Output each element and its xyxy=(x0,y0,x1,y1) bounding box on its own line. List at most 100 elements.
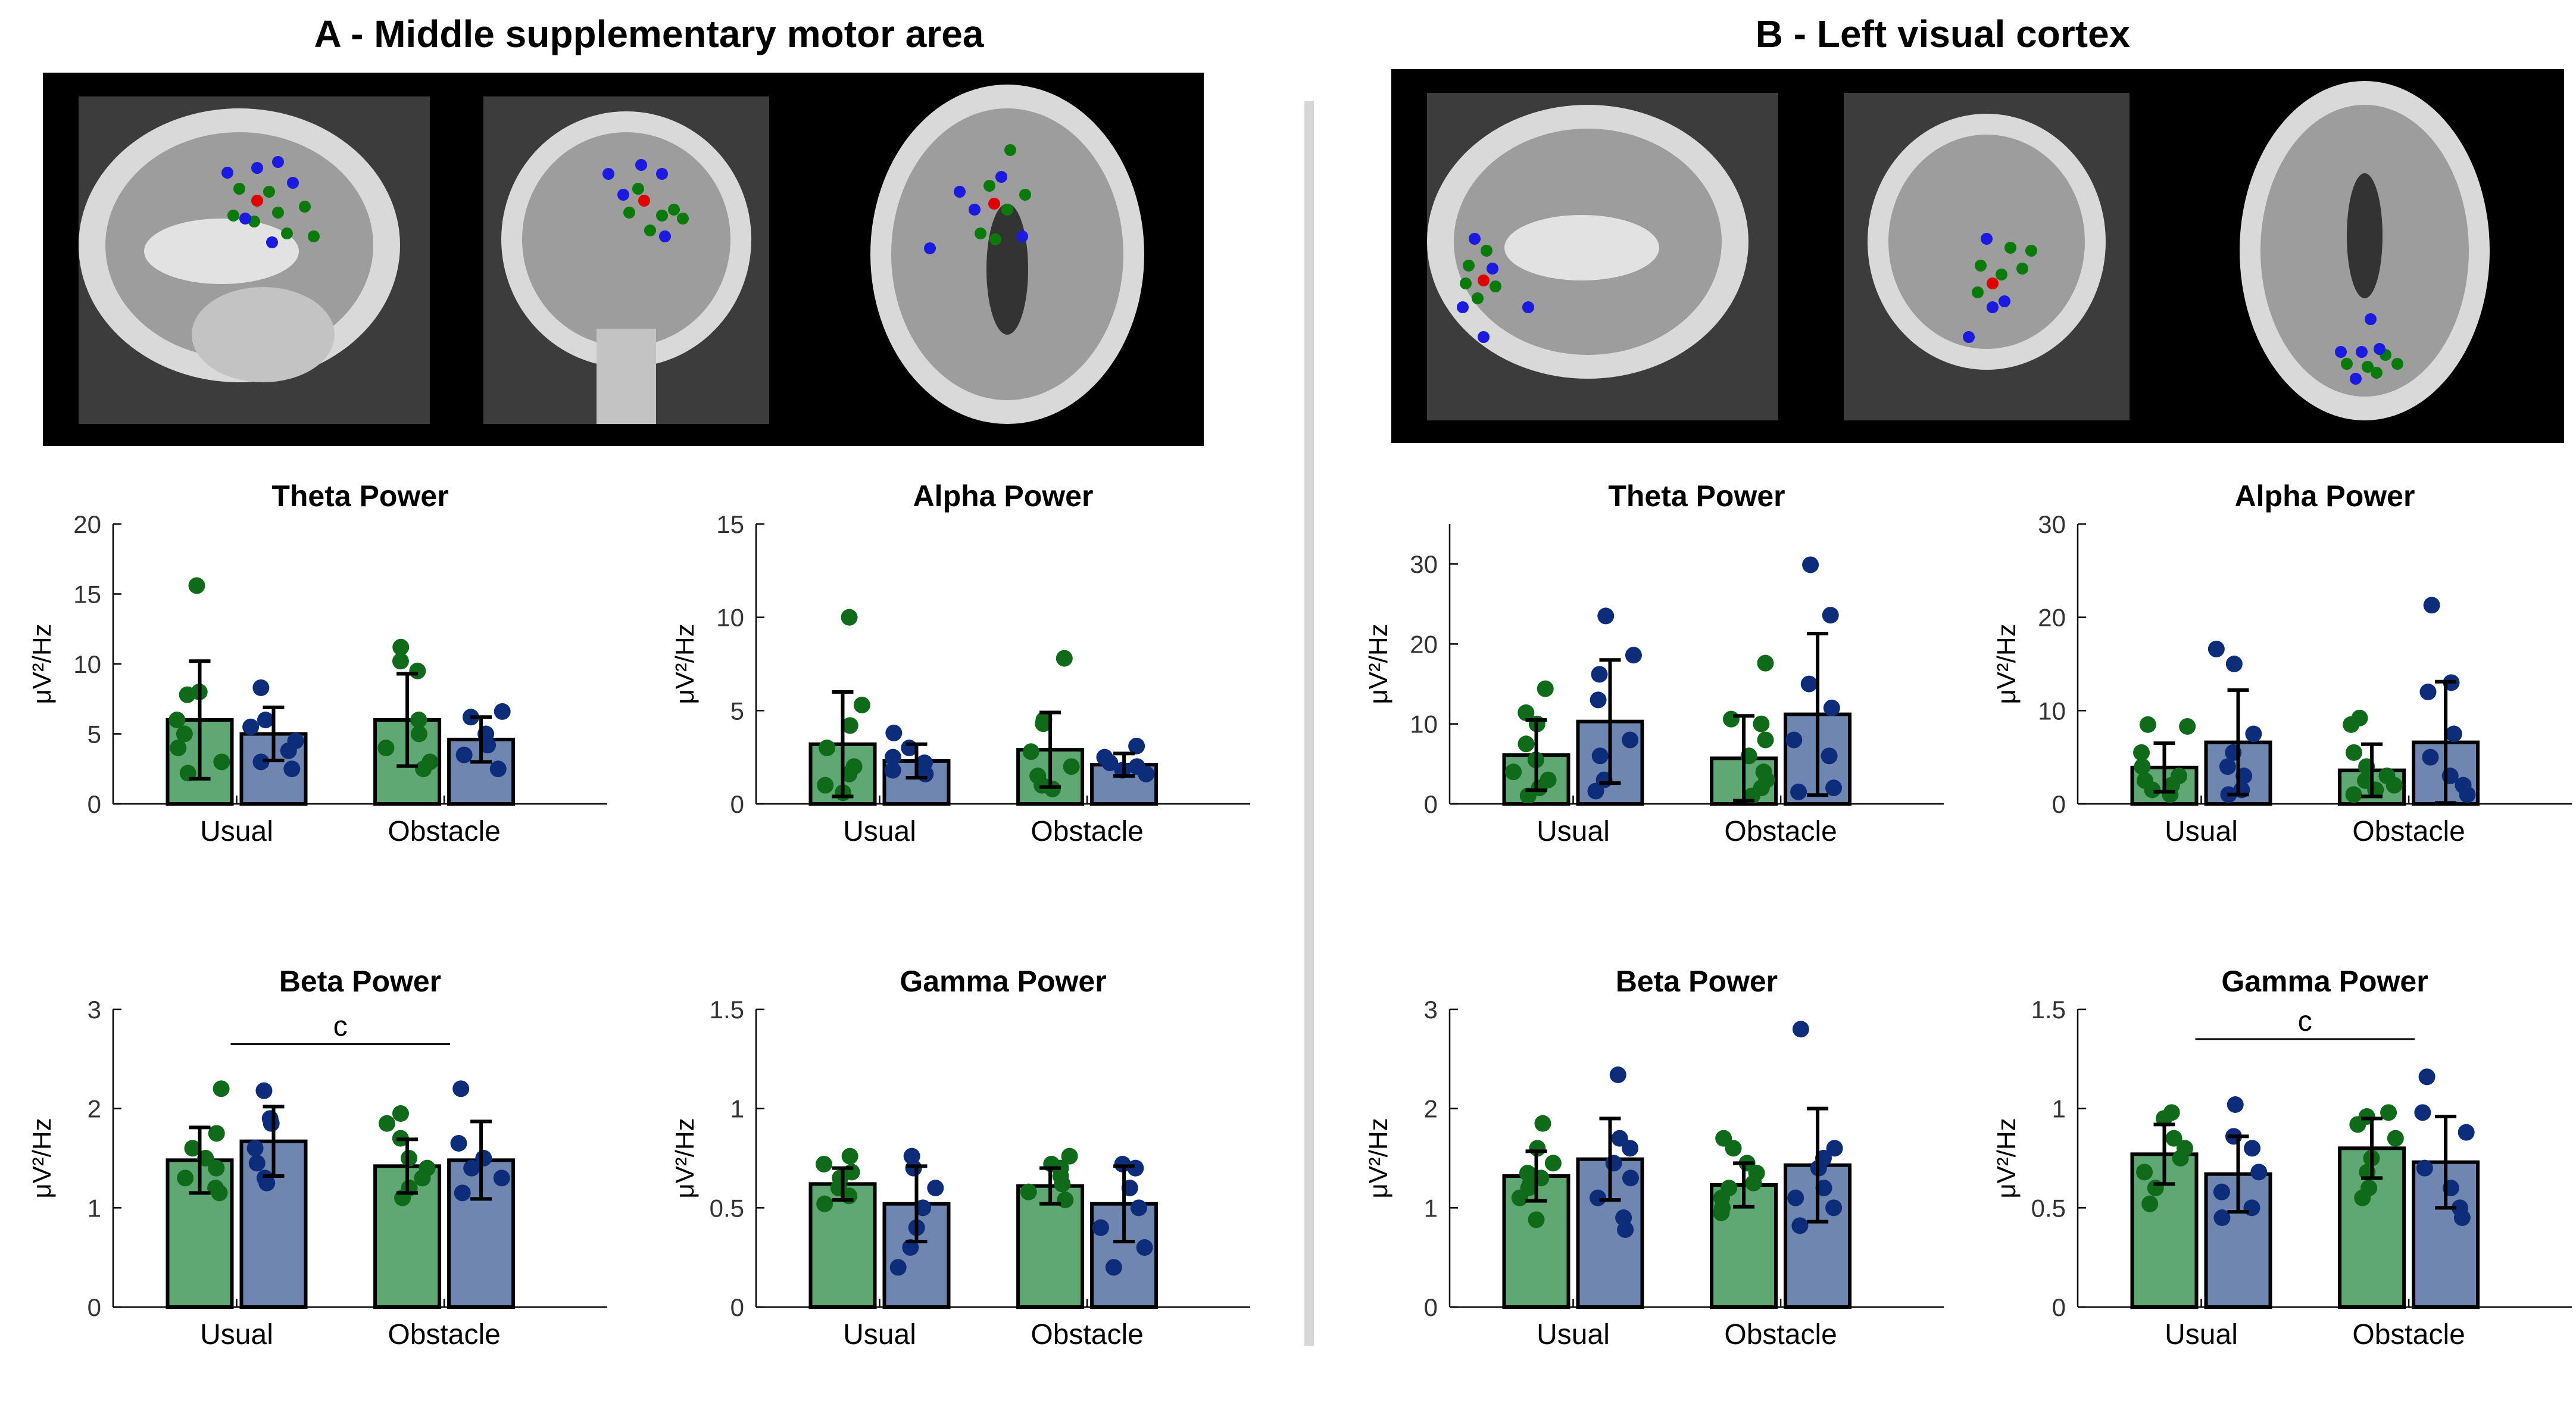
y-tick-label: 0 xyxy=(88,1293,101,1321)
y-tick-label: 5 xyxy=(730,697,744,725)
data-point xyxy=(213,1080,230,1097)
data-point xyxy=(884,749,901,766)
x-tick-label: Obstacle xyxy=(1031,816,1143,847)
y-tick-label: 10 xyxy=(73,650,101,678)
brain-coronal-view xyxy=(483,96,769,424)
panel-a-brain-image-strip xyxy=(43,73,1204,446)
x-tick-label: Obstacle xyxy=(2352,1319,2465,1351)
brain-sagittal-view xyxy=(79,96,430,424)
data-point xyxy=(410,725,427,743)
data-point xyxy=(452,1080,470,1097)
data-point xyxy=(2354,1189,2371,1206)
data-point xyxy=(1826,1140,1843,1157)
x-tick-label: Usual xyxy=(843,1319,916,1351)
data-point xyxy=(2136,1164,2153,1181)
chart-title: Theta Power xyxy=(271,479,448,513)
x-tick-label: Obstacle xyxy=(2352,816,2465,847)
data-point xyxy=(1044,780,1061,797)
data-point xyxy=(2387,1130,2404,1147)
y-tick-label: 20 xyxy=(2038,604,2066,632)
data-point xyxy=(168,712,186,728)
y-axis-label: μV²/Hz xyxy=(670,623,700,704)
data-point xyxy=(2227,1096,2244,1113)
x-tick-label: Usual xyxy=(1537,816,1610,847)
chart-title: Beta Power xyxy=(1616,965,1778,998)
y-tick-label: 0.5 xyxy=(710,1194,744,1222)
data-point xyxy=(841,717,858,734)
data-point xyxy=(905,1159,922,1177)
data-point xyxy=(1544,1155,1562,1172)
data-point xyxy=(1617,1221,1634,1238)
data-point xyxy=(817,776,834,794)
brain-sagittal-view xyxy=(1427,93,1778,420)
data-point xyxy=(455,746,473,763)
x-tick-label: Usual xyxy=(200,1319,273,1351)
y-tick-label: 0 xyxy=(1424,790,1438,818)
data-point xyxy=(1505,763,1522,781)
data-point xyxy=(1528,1211,1545,1228)
chart-title: Theta Power xyxy=(1608,479,1785,513)
data-point xyxy=(1020,1183,1037,1200)
data-point xyxy=(889,1259,907,1276)
data-point xyxy=(176,725,193,743)
data-point xyxy=(2380,1104,2397,1121)
data-point xyxy=(2244,1140,2261,1157)
data-point xyxy=(1790,783,1807,800)
data-point xyxy=(1537,680,1554,697)
data-point xyxy=(2419,684,2437,700)
data-point xyxy=(2423,597,2440,614)
data-point xyxy=(1587,782,1604,800)
data-point xyxy=(2133,744,2150,761)
data-point xyxy=(463,1159,480,1177)
data-point xyxy=(263,1115,280,1132)
y-tick-label: 1 xyxy=(1424,1194,1438,1222)
data-point xyxy=(2207,640,2225,657)
data-point xyxy=(248,1155,266,1172)
data-point xyxy=(1802,556,1819,573)
data-point xyxy=(177,1169,194,1187)
data-point xyxy=(213,753,230,771)
x-tick-label: Usual xyxy=(2165,1319,2238,1351)
y-tick-label: 0 xyxy=(730,790,744,818)
significance-label: c xyxy=(333,1011,348,1042)
data-point xyxy=(1757,654,1774,672)
data-point xyxy=(1114,1156,1131,1172)
data-point xyxy=(1054,1175,1071,1193)
data-point xyxy=(479,737,497,754)
data-point xyxy=(1821,747,1838,765)
data-point xyxy=(1753,715,1770,732)
data-point xyxy=(2416,1159,2433,1177)
y-tick-label: 1.5 xyxy=(2031,996,2066,1024)
data-point xyxy=(1130,1199,1147,1217)
data-point xyxy=(1518,704,1535,721)
data-point xyxy=(2134,758,2151,775)
data-point xyxy=(1815,1180,1832,1196)
y-axis-label: μV²/Hz xyxy=(1364,1118,1393,1198)
data-point xyxy=(917,765,934,782)
data-point xyxy=(1611,1130,1628,1147)
y-tick-label: 10 xyxy=(2038,697,2066,725)
data-point xyxy=(1136,1239,1153,1256)
data-point xyxy=(494,703,511,720)
y-tick-label: 20 xyxy=(73,510,101,538)
data-point xyxy=(377,740,395,756)
data-point xyxy=(258,1174,276,1192)
x-tick-label: Usual xyxy=(2165,816,2238,847)
data-point xyxy=(1787,1189,1804,1206)
data-point xyxy=(885,724,903,741)
y-tick-label: 0 xyxy=(2052,790,2066,818)
data-point xyxy=(2243,1199,2260,1217)
data-point xyxy=(1823,699,1840,716)
data-point xyxy=(252,679,270,696)
data-point xyxy=(2345,786,2362,803)
data-point xyxy=(1035,715,1052,732)
data-point xyxy=(1822,607,1839,624)
data-point xyxy=(246,1140,264,1157)
panel-b-brain-images xyxy=(1427,81,2490,420)
data-point xyxy=(1622,1169,1639,1187)
data-point xyxy=(1605,1155,1622,1172)
y-axis-label: μV²/Hz xyxy=(1364,623,1393,704)
